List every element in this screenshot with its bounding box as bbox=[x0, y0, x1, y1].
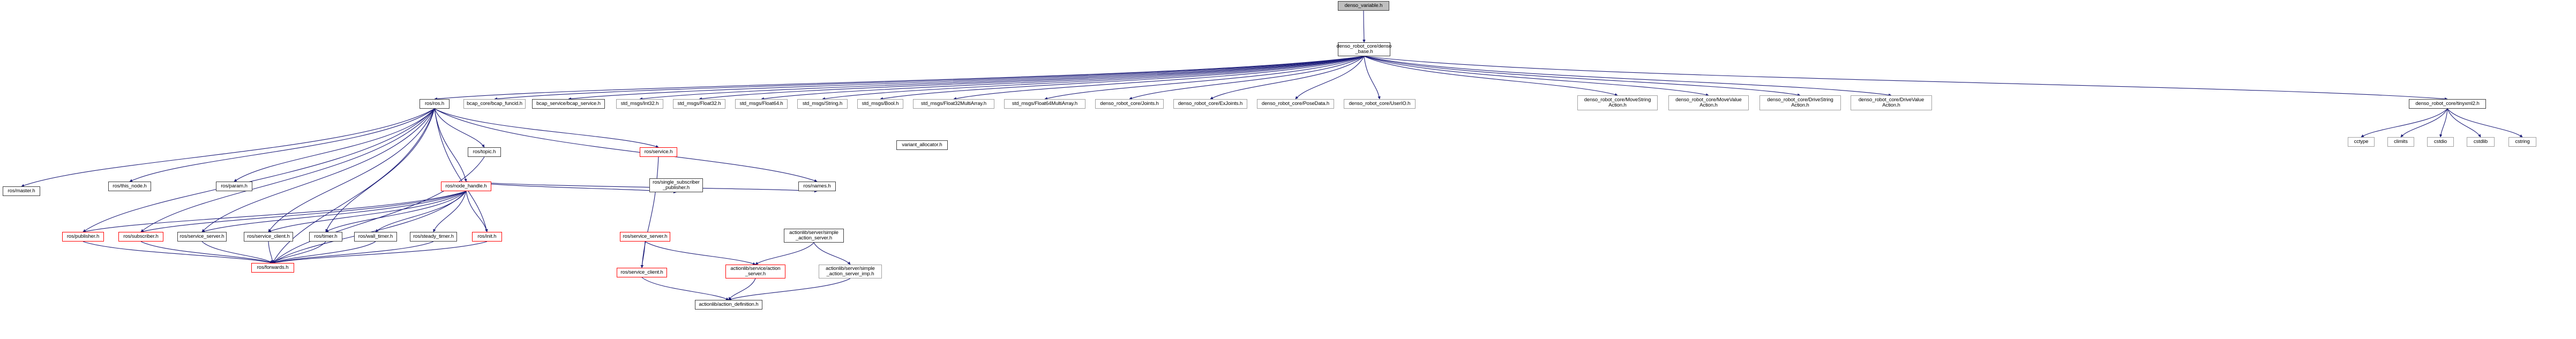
graph-node-std_float32[interactable]: std_msgs/Float32.h bbox=[673, 99, 725, 109]
graph-node-ros_init[interactable]: ros/init.h bbox=[472, 232, 502, 242]
graph-node-al_action_definition[interactable]: actionlib/action_definition.h bbox=[695, 300, 762, 310]
graph-node-ros_names[interactable]: ros/names.h bbox=[798, 182, 836, 191]
graph-node-dr_movestring[interactable]: denso_robot_core/MoveString Action.h bbox=[1577, 95, 1658, 110]
graph-node-cstring[interactable]: cstring bbox=[2508, 137, 2536, 147]
graph-node-std_int32[interactable]: std_msgs/Int32.h bbox=[616, 99, 663, 109]
graph-node-ros_param[interactable]: ros/param.h bbox=[216, 182, 252, 191]
graph-node-dr_drivestring[interactable]: denso_robot_core/DriveString Action.h bbox=[1759, 95, 1841, 110]
graph-node-ros_service_client[interactable]: ros/service_client.h bbox=[244, 232, 293, 242]
graph-node-ros_wall_timer[interactable]: ros/wall_timer.h bbox=[354, 232, 397, 242]
graph-node-std_string[interactable]: std_msgs/String.h bbox=[797, 99, 848, 109]
graph-node-ros_subscriber[interactable]: ros/subscriber.h bbox=[118, 232, 163, 242]
graph-node-denso_base[interactable]: denso_robot_core/denso _base.h bbox=[1337, 42, 1392, 56]
graph-node-std_f32ma[interactable]: std_msgs/Float32MultiArray.h bbox=[913, 99, 994, 109]
graph-node-al_service_action_srv[interactable]: actionlib/service/action _server.h bbox=[725, 265, 785, 278]
graph-node-dr_userio[interactable]: denso_robot_core/UserIO.h bbox=[1344, 99, 1416, 109]
graph-node-std_float64[interactable]: std_msgs/Float64.h bbox=[735, 99, 788, 109]
graph-node-std_f64ma[interactable]: std_msgs/Float64MultiArray.h bbox=[1004, 99, 1085, 109]
graph-node-denso_variable[interactable]: denso_variable.h bbox=[1338, 1, 1389, 11]
graph-node-cctype[interactable]: cctype bbox=[2348, 137, 2375, 147]
graph-node-ros_publisher[interactable]: ros/publisher.h bbox=[62, 232, 104, 242]
graph-node-ros_service_client_2[interactable]: ros/service_client.h bbox=[617, 268, 667, 277]
graph-node-dr_exjoints[interactable]: denso_robot_core/ExJoints.h bbox=[1173, 99, 1247, 109]
graph-node-ros_topic[interactable]: ros/topic.h bbox=[468, 147, 501, 157]
graph-node-ros_forwards[interactable]: ros/forwards.h bbox=[251, 263, 294, 273]
graph-node-dr_posedata[interactable]: denso_robot_core/PoseData.h bbox=[1257, 99, 1334, 109]
graph-node-al_simple_server_imp[interactable]: actionlib/server/simple _action_server_i… bbox=[819, 265, 882, 278]
graph-node-dr_joints[interactable]: denso_robot_core/Joints.h bbox=[1095, 99, 1164, 109]
graph-node-ros_this_node[interactable]: ros/this_node.h bbox=[108, 182, 151, 191]
graph-node-ros_master[interactable]: ros/master.h bbox=[3, 186, 40, 196]
graph-node-ros_steady_timer[interactable]: ros/steady_timer.h bbox=[410, 232, 457, 242]
graph-node-climits[interactable]: climits bbox=[2387, 137, 2414, 147]
graph-node-variant_allocator[interactable]: variant_allocator.h bbox=[896, 140, 948, 150]
graph-node-ros_ros[interactable]: ros/ros.h bbox=[420, 99, 450, 109]
graph-node-dr_movevalue[interactable]: denso_robot_core/MoveValue Action.h bbox=[1668, 95, 1749, 110]
graph-node-ros_node_handle[interactable]: ros/node_handle.h bbox=[441, 182, 491, 191]
graph-node-cstdio[interactable]: cstdio bbox=[2427, 137, 2454, 147]
graph-node-std_bool[interactable]: std_msgs/Bool.h bbox=[857, 99, 903, 109]
graph-node-ros_single_subscriber[interactable]: ros/single_subscriber _publisher.h bbox=[649, 178, 703, 192]
graph-node-dr_tinyxml2[interactable]: denso_robot_core/tinyxml2.h bbox=[2409, 99, 2486, 109]
graph-node-bcap_service[interactable]: bcap_service/bcap_service.h bbox=[532, 99, 605, 109]
graph-node-ros_timer[interactable]: ros/timer.h bbox=[309, 232, 342, 242]
graph-node-bcap_funcid[interactable]: bcap_core/bcap_funcid.h bbox=[463, 99, 526, 109]
graph-node-ros_service[interactable]: ros/service.h bbox=[640, 147, 677, 157]
graph-node-dr_drivevalue[interactable]: denso_robot_core/DriveValue Action.h bbox=[1851, 95, 1932, 110]
graph-node-asyncsimple_server[interactable]: actionlib/server/simple _action_server.h bbox=[784, 229, 844, 243]
graph-node-ros_service_server[interactable]: ros/service_server.h bbox=[177, 232, 227, 242]
graph-node-ros_service_server_2[interactable]: ros/service_server.h bbox=[620, 232, 670, 242]
graph-node-cstdlib[interactable]: cstdlib bbox=[2467, 137, 2495, 147]
